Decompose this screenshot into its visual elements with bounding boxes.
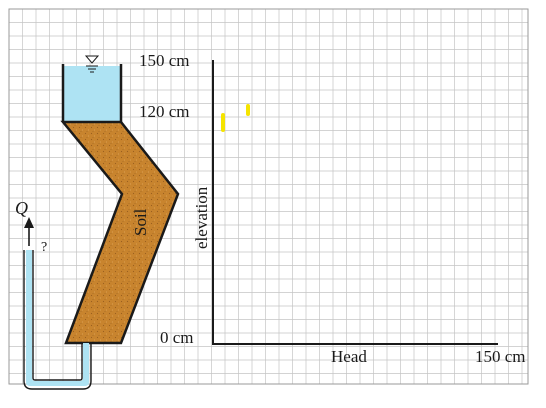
x-max-label: 150 cm xyxy=(475,347,526,366)
up-arrow-icon xyxy=(24,217,34,246)
grid-frame xyxy=(8,8,529,385)
outlet-tube-walls xyxy=(23,250,92,390)
highlight-mark xyxy=(246,104,250,116)
y-axis-label: elevation xyxy=(192,186,211,249)
unknown-flow-label: ? xyxy=(41,240,47,255)
highlight-mark xyxy=(221,113,225,132)
reservoir-walls xyxy=(61,64,123,122)
reservoir-water xyxy=(63,66,121,122)
x-axis-label: Head xyxy=(331,347,367,366)
top-elevation-label: 150 cm xyxy=(139,51,190,70)
mid-elevation-label: 120 cm xyxy=(139,102,190,121)
inverted-triangle-water-level-icon xyxy=(84,55,100,73)
flow-label: Q xyxy=(15,198,28,218)
soil-column xyxy=(60,120,180,345)
bottom-elevation-label: 0 cm xyxy=(160,328,194,347)
soil-label: Soil xyxy=(131,208,150,236)
